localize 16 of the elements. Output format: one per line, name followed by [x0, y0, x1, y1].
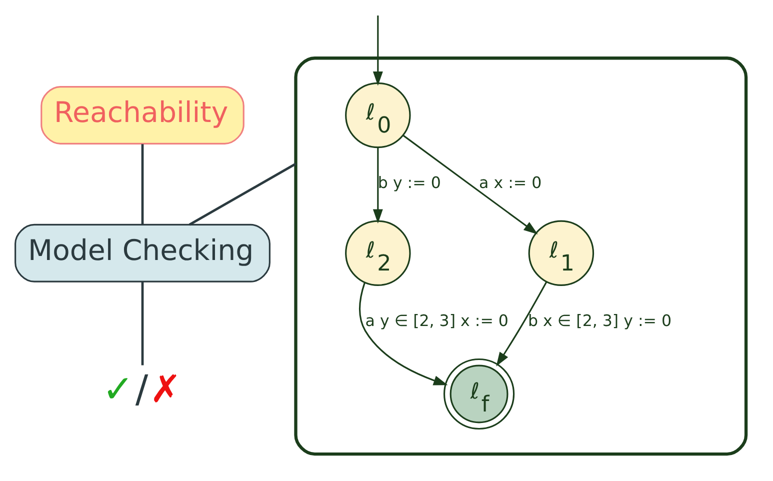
arrow: [496, 281, 547, 366]
arrow: [372, 147, 382, 224]
edge-label: b y := 0: [377, 173, 440, 192]
cluster: [294, 56, 748, 456]
connector: [140, 144, 144, 224]
arrow: [372, 16, 382, 86]
edge-label: b x ∈ [2, 3] y := 0: [528, 311, 672, 330]
edge-label: a x := 0: [478, 173, 542, 192]
arrow: [358, 282, 448, 386]
connector: [140, 282, 144, 366]
node-box: Model Checking: [14, 224, 270, 282]
node-text: ✓/✗: [102, 367, 181, 412]
edge-label: a y ∈ [2, 3] x := 0: [364, 311, 508, 330]
arrow: [402, 134, 538, 234]
connector: [188, 162, 296, 226]
node-box: Reachability: [40, 86, 244, 144]
